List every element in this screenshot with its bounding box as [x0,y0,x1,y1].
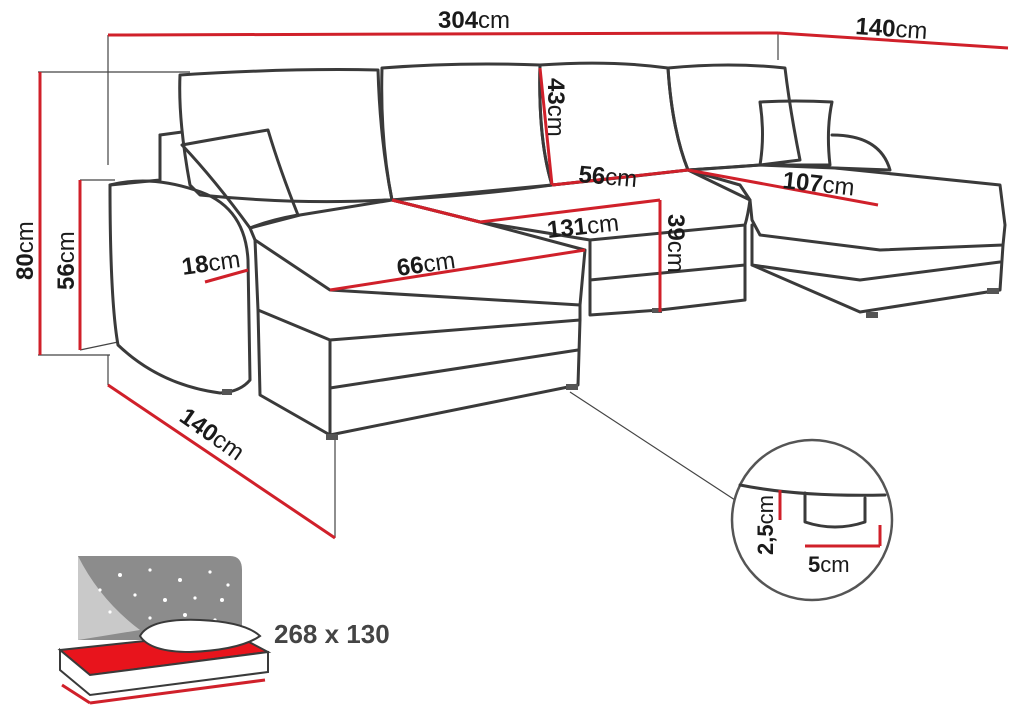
dim-line-chaise-width [687,168,879,207]
back-frame-left-top [158,130,184,137]
chaise-right-base [750,223,1005,314]
bed-base [59,647,269,697]
back-frame-left [108,133,162,187]
armrest-right [830,133,892,172]
label-armrest-width: 18cm [180,246,242,281]
dim-line-seat-width [479,198,661,224]
dim-line-right-depth [777,31,1009,50]
label-seat-height: 39cm [662,214,689,273]
seat-middle [390,168,752,242]
label-seat-width: 131cm [546,210,620,244]
leg-4 [866,312,878,318]
dim-line-back-height [538,67,554,186]
leg-3 [566,384,578,390]
sleeping-area-label: 268 x 130 [274,619,390,649]
pillow-left [180,128,300,230]
label-armrest-height: 56cm [53,231,80,290]
extension-lines [38,33,779,538]
label-chaise-width: 107cm [781,167,855,201]
leg-detail: 2,5cm 5cm [730,438,894,602]
leg-5 [987,288,999,294]
sleeping-function-icon: 268 x 130 [57,556,390,705]
dim-line-left-depth [107,383,336,540]
label-total-width: 304cm [438,7,510,34]
bed-dim-line-1 [61,683,91,705]
chaise-left-seam [328,348,580,390]
leg-2 [326,434,338,440]
moon-shape [78,556,140,640]
dimension-lines [38,31,1009,540]
dimension-labels: 304cm 140cm 80cm 56cm 43cm 56cm 107cm 18… [12,7,928,466]
label-total-height: 80cm [12,221,39,280]
dim-line-armrest-width [204,268,249,284]
label-seat-depth: 66cm [395,247,457,282]
label-leg-height: 2,5cm [753,495,778,555]
leg-6 [652,308,662,313]
label-back-height: 43cm [542,78,569,137]
dim-line-seat-depth [329,248,586,292]
pillow-right [758,99,834,167]
label-right-depth: 140cm [855,13,929,45]
detail-circle [730,438,894,602]
base-middle-seam [588,263,747,282]
sofa-drawing [108,61,1007,440]
leg-1 [222,389,232,395]
back-cushion-2 [380,62,554,202]
chaise-right-seam [750,260,1002,282]
dim-line-total-width [107,31,779,37]
label-back-depth: 56cm [577,161,638,193]
dim-line-seat-depth-2 [391,198,481,224]
stars-icon [98,568,230,622]
back-cushion-4 [666,63,802,172]
armrest-left [108,179,252,395]
label-leg-width: 5cm [808,552,850,577]
detail-leg [803,491,867,529]
bed-pillow [138,618,262,654]
dim-line-back-depth [551,168,689,187]
bed-dim-line-2 [89,678,266,705]
